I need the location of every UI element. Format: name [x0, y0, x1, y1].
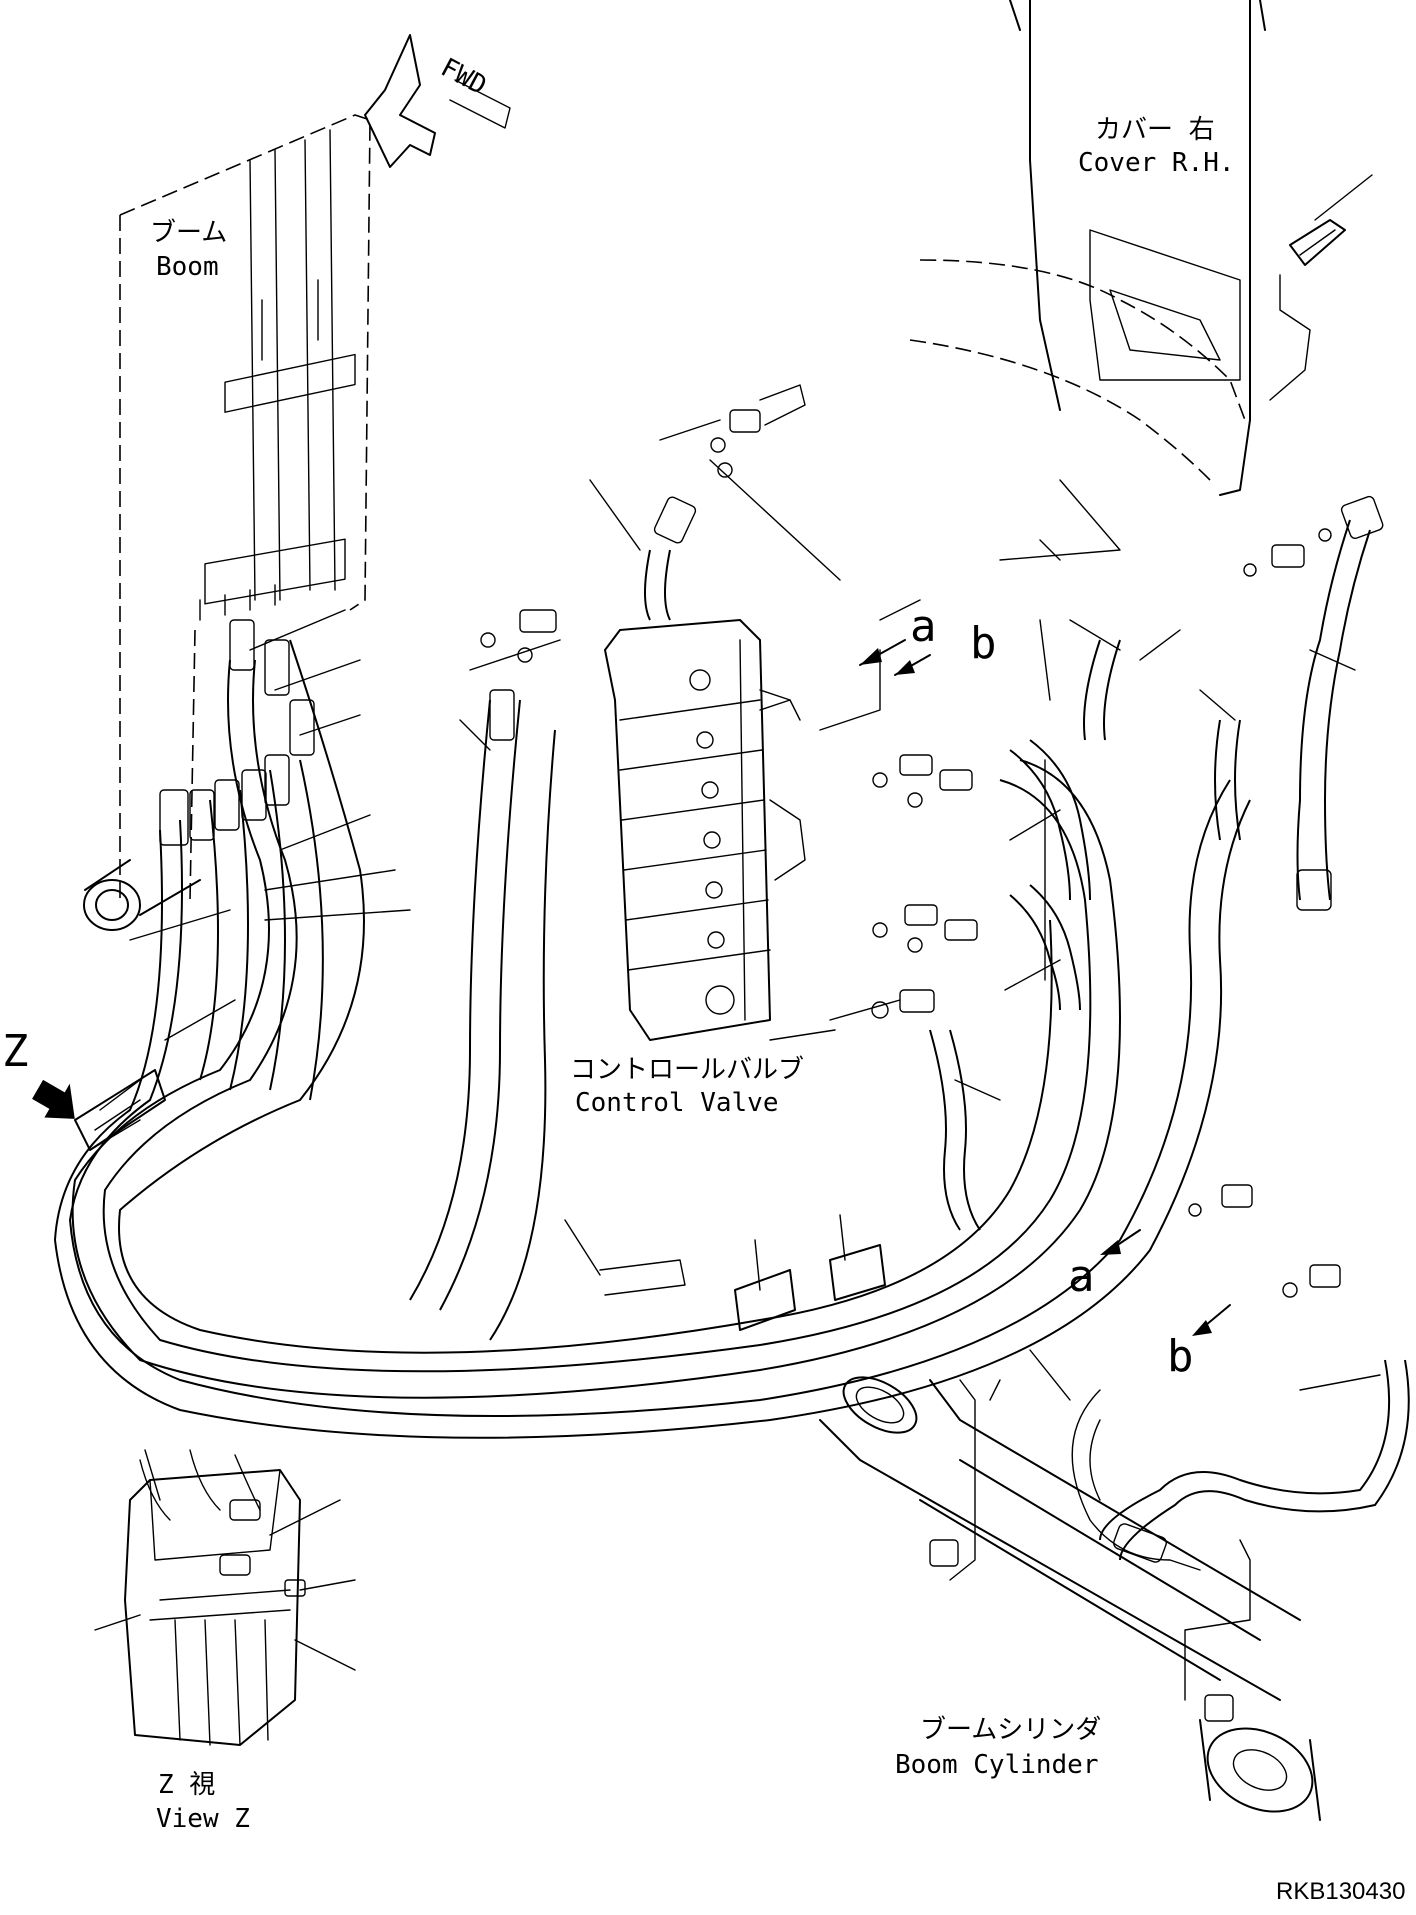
clamps: [734, 1214, 886, 1331]
boom-cylinder-label-jp: ブームシリンダ: [920, 1715, 1102, 1745]
hose-bundle: [53, 639, 1251, 1439]
fwd-arrow-icon: [364, 34, 511, 168]
boom-outline: [83, 114, 371, 931]
fittings: [480, 384, 1341, 1298]
boom-cylinder: [819, 1359, 1410, 1821]
z-marker: Z: [2, 1026, 29, 1077]
boom-label-jp: ブーム: [150, 218, 228, 248]
leader-lines: [129, 479, 1381, 1401]
cover-outline: [909, 0, 1373, 496]
boom-cylinder-label-en: Boom Cylinder: [895, 1750, 1099, 1780]
z-view-arrow-icon: [32, 1079, 75, 1119]
ref-a-bottom: a: [1068, 1251, 1095, 1302]
view-z-label-en: View Z: [156, 1804, 250, 1834]
ref-a-top: a: [910, 601, 937, 652]
right-hoses: [644, 495, 1384, 1231]
control-valve: [604, 619, 806, 1041]
control-valve-label-en: Control Valve: [575, 1088, 779, 1118]
cover-label-jp: カバー 右: [1095, 115, 1215, 145]
ref-b-bottom: b: [1167, 1331, 1194, 1382]
reference-arrows: [859, 639, 1231, 1336]
cover-label-en: Cover R.H.: [1078, 148, 1235, 178]
hose-end-fittings: [74, 619, 515, 1151]
boom-label-en: Boom: [156, 252, 219, 282]
control-valve-label-jp: コントロールバルブ: [570, 1055, 805, 1085]
ref-b-top: b: [970, 618, 997, 669]
view-z-inset: [94, 1449, 356, 1746]
view-z-label-jp: Z 視: [158, 1770, 216, 1800]
drawing-code: RKB130430: [1276, 1878, 1406, 1905]
connector-lines: [469, 419, 1251, 1701]
